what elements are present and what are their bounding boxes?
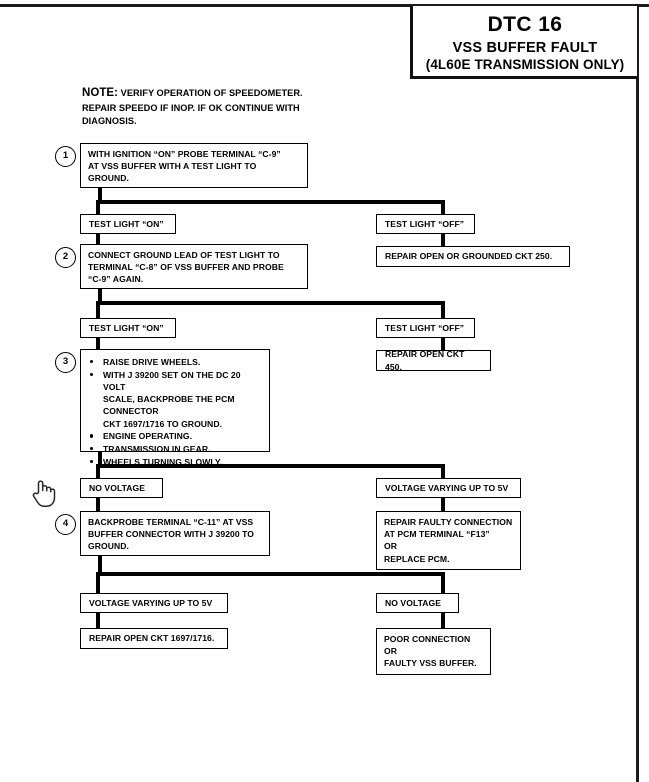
connector-step4-stem bbox=[98, 556, 102, 576]
result-5-line-2: OR bbox=[384, 646, 397, 657]
step-1-line-2: AT VSS BUFFER WITH A TEST LIGHT TO bbox=[88, 161, 257, 172]
result-5-line-3: FAULTY VSS BUFFER. bbox=[384, 658, 477, 669]
connector-step2-stem bbox=[98, 289, 102, 305]
label-no-voltage-1: NO VOLTAGE bbox=[80, 478, 163, 498]
result-3-line-1: REPAIR FAULTY CONNECTION bbox=[384, 517, 513, 527]
page-top-rule bbox=[0, 4, 649, 7]
result-3-line-3: OR bbox=[384, 541, 397, 552]
step-1-box: WITH IGNITION “ON” PROBE TERMINAL “C-9” … bbox=[80, 143, 308, 188]
note-line-3: DIAGNOSIS. bbox=[82, 116, 137, 127]
step-2-box: CONNECT GROUND LEAD OF TEST LIGHT TO TER… bbox=[80, 244, 308, 289]
step-number-1: 1 bbox=[55, 146, 76, 167]
label-test-light-on-1: TEST LIGHT “ON” bbox=[80, 214, 176, 234]
step-3-bullet-1: RAISE DRIVE WHEELS. bbox=[88, 356, 263, 368]
connector-branch-3-right bbox=[441, 464, 445, 479]
connector-branch-2-right bbox=[441, 301, 445, 320]
connector-bus-1 bbox=[98, 200, 445, 204]
connector-branch-1-right bbox=[441, 200, 445, 216]
result-repair-pcm-connection: REPAIR FAULTY CONNECTION AT PCM TERMINAL… bbox=[376, 511, 521, 570]
connector-branch-3-left bbox=[96, 464, 100, 479]
step-4-box: BACKPROBE TERMINAL “C-11” AT VSS BUFFER … bbox=[80, 511, 270, 556]
label-voltage-varying-1: VOLTAGE VARYING UP TO 5V bbox=[376, 478, 521, 498]
connector-off2-to-result2 bbox=[441, 338, 445, 350]
result-repair-open-ckt-1697: REPAIR OPEN CKT 1697/1716. bbox=[80, 628, 228, 649]
connector-bus-2 bbox=[98, 301, 445, 305]
step-3-bullet-3: ENGINE OPERATING. bbox=[88, 430, 263, 442]
step-1-line-1: WITH IGNITION “ON” PROBE TERMINAL “C-9” bbox=[88, 149, 281, 159]
result-5-line-1: POOR CONNECTION bbox=[384, 634, 471, 644]
result-3-line-2: AT PCM TERMINAL “F13” bbox=[384, 529, 490, 540]
connector-branch-1-left bbox=[96, 200, 100, 216]
dtc-code: DTC 16 bbox=[487, 13, 563, 36]
step-2-line-2: TERMINAL “C-8” OF VSS BUFFER AND PROBE bbox=[88, 262, 284, 273]
connector-novoltage1-to-step4 bbox=[96, 498, 100, 512]
connector-step3-stem bbox=[98, 452, 102, 468]
connector-branch-4-right bbox=[441, 572, 445, 594]
connector-on1-to-step2 bbox=[96, 234, 100, 248]
result-3-line-4: REPLACE PCM. bbox=[384, 553, 450, 564]
connector-varying2-to-result4 bbox=[96, 613, 100, 629]
page-right-rule bbox=[636, 4, 639, 782]
label-no-voltage-2: NO VOLTAGE bbox=[376, 593, 459, 613]
step-4-line-2: BUFFER CONNECTOR WITH J 39200 TO bbox=[88, 529, 255, 540]
fault-name: VSS BUFFER FAULT bbox=[452, 40, 598, 57]
connector-off1-to-result1 bbox=[441, 234, 445, 248]
result-repair-ckt-250: REPAIR OPEN OR GROUNDED CKT 250. bbox=[376, 246, 570, 267]
connector-branch-4-left bbox=[96, 572, 100, 594]
connector-varying1-to-result3 bbox=[441, 498, 445, 512]
step-number-3: 3 bbox=[55, 352, 76, 373]
step-3-bullet-4: TRANSMISSION IN GEAR. bbox=[88, 443, 263, 455]
fault-scope: (4L60E TRANSMISSION ONLY) bbox=[425, 56, 625, 72]
pointing-hand-cursor-icon bbox=[30, 478, 56, 508]
note-line-1: VERIFY OPERATION OF SPEEDOMETER. bbox=[120, 88, 303, 98]
connector-step1-stem bbox=[98, 188, 102, 204]
step-4-line-3: GROUND. bbox=[88, 541, 129, 552]
diagnostic-note: NOTE: VERIFY OPERATION OF SPEEDOMETER. R… bbox=[82, 85, 352, 128]
connector-novoltage2-to-result5 bbox=[441, 613, 445, 629]
label-test-light-on-2: TEST LIGHT “ON” bbox=[80, 318, 176, 338]
step-4-line-1: BACKPROBE TERMINAL “C-11” AT VSS bbox=[88, 517, 254, 527]
step-3-bullet-list: RAISE DRIVE WHEELS. WITH J 39200 SET ON … bbox=[88, 356, 263, 468]
note-line-2: REPAIR SPEEDO IF INOP. IF OK CONTINUE WI… bbox=[82, 102, 300, 113]
connector-bus-4 bbox=[98, 572, 445, 576]
step-3-box: RAISE DRIVE WHEELS. WITH J 39200 SET ON … bbox=[80, 349, 270, 467]
connector-bus-3 bbox=[98, 464, 445, 468]
step-3-bullet-5: WHEELS TURNING SLOWLY. bbox=[88, 456, 263, 468]
step-3-bullet-2: WITH J 39200 SET ON THE DC 20 VOLT SCALE… bbox=[88, 369, 263, 430]
note-keyword: NOTE: bbox=[82, 87, 119, 99]
step-number-2: 2 bbox=[55, 247, 76, 268]
step-1-line-3: GROUND. bbox=[88, 173, 129, 184]
result-poor-connection: POOR CONNECTION OR FAULTY VSS BUFFER. bbox=[376, 628, 491, 675]
label-test-light-off-1: TEST LIGHT “OFF” bbox=[376, 214, 475, 234]
label-test-light-off-2: TEST LIGHT “OFF” bbox=[376, 318, 475, 338]
label-voltage-varying-2: VOLTAGE VARYING UP TO 5V bbox=[80, 593, 228, 613]
step-2-line-3: “C-9” AGAIN. bbox=[88, 274, 144, 285]
title-block: DTC 16 VSS BUFFER FAULT (4L60E TRANSMISS… bbox=[410, 6, 637, 79]
step-number-4: 4 bbox=[55, 514, 76, 535]
connector-branch-2-left bbox=[96, 301, 100, 320]
connector-on2-to-step3 bbox=[96, 338, 100, 350]
step-2-line-1: CONNECT GROUND LEAD OF TEST LIGHT TO bbox=[88, 250, 280, 260]
result-repair-ckt-450: REPAIR OPEN CKT 450. bbox=[376, 349, 491, 372]
